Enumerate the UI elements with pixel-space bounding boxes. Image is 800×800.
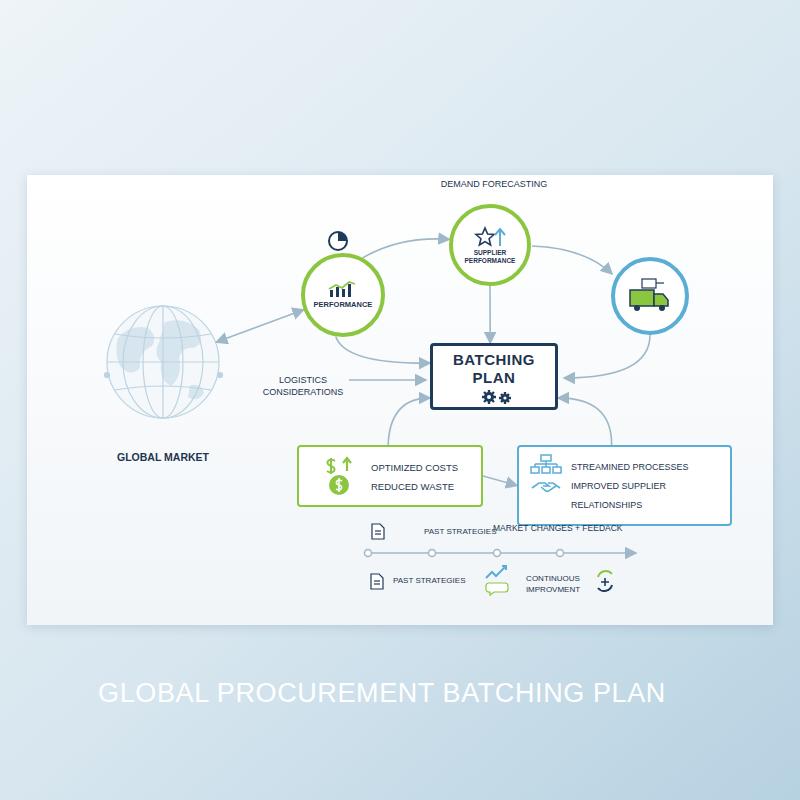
gears-icon: [477, 389, 517, 405]
flow-connector: [489, 286, 491, 343]
outcome-box: STREAMINED PROCESSESIMPROVED SUPPLIER RE…: [517, 445, 732, 526]
org-icon: [529, 454, 563, 498]
process-circle: DEMAND FORECASTINGSUPPLIER PERFORMANCE: [449, 204, 531, 286]
node-label: OPTIMIZED COSTS: [371, 458, 473, 477]
node-label: PERFORMANCE: [314, 300, 373, 310]
truck-circle: [613, 259, 687, 333]
process-circle: PERFORMANCE: [301, 253, 385, 337]
pie-chart-icon: [329, 232, 347, 250]
node-label: BATCHING PLAN: [442, 351, 546, 387]
money-icon: [321, 455, 361, 497]
outcome-box: OPTIMIZED COSTSREDUCED WASTE: [297, 445, 483, 507]
flow-connector: [388, 398, 430, 445]
timeline-icons: [371, 524, 612, 595]
star-icon: [473, 226, 507, 248]
annotation-label: LOGISTICS CONSIDERATIONS: [256, 374, 350, 398]
annotation-label: MARKET CHANGES + FEEDACK: [493, 523, 623, 533]
node-heading: DEMAND FORECASTING: [419, 178, 569, 190]
timeline: [365, 550, 637, 557]
flow-connector: [216, 310, 303, 342]
node-label: REDUCED WASTE: [371, 477, 473, 496]
flow-connector: [483, 476, 517, 486]
flow-connector: [363, 239, 450, 258]
flow-connector: [336, 336, 430, 363]
process-box: BATCHING PLAN: [430, 343, 558, 410]
annotation-label: PAST STRATEGIES: [393, 576, 465, 586]
node-label: GLOBAL MARKET: [98, 451, 228, 464]
globe-node: GLOBAL MARKET: [106, 305, 220, 419]
globe-illustration: [105, 306, 223, 418]
annotation-label: PAST STRATEGIES: [424, 527, 496, 537]
node-label: IMPROVED SUPPLIER RELATIONSHIPS: [571, 477, 724, 515]
diagram-title: GLOBAL PROCUREMENT BATCHING PLAN: [40, 677, 724, 709]
annotation-label: CONTINUOUS IMPROVMENT: [516, 573, 590, 595]
bars-icon: [327, 280, 359, 298]
flow-connector: [558, 398, 612, 445]
node-label: STREAMINED PROCESSES: [571, 458, 724, 477]
node-label: SUPPLIER PERFORMANCE: [462, 249, 518, 265]
